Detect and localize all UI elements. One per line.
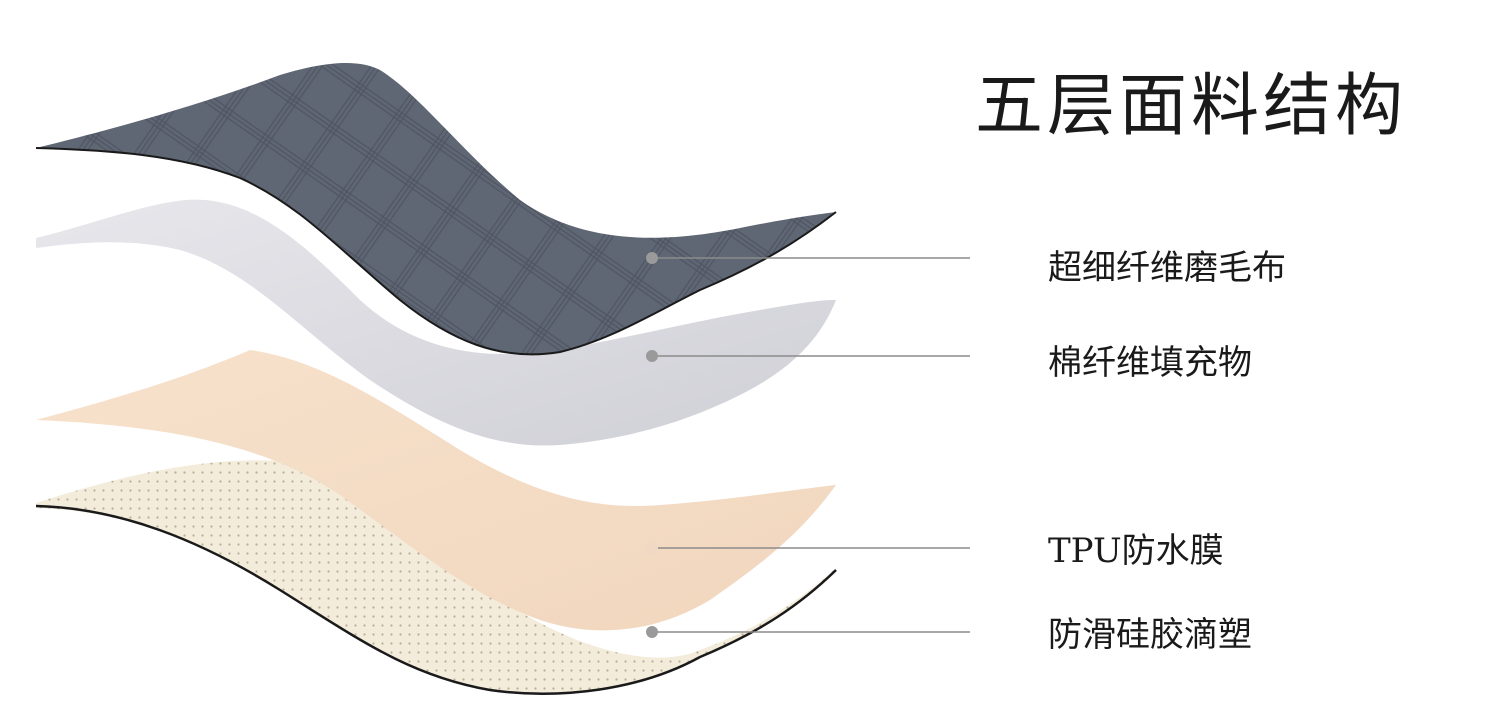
diagram-title: 五层面料结构 — [975, 50, 1407, 149]
leader-dot-1 — [646, 252, 658, 264]
leader-dot-3 — [646, 542, 658, 554]
label-tpu-membrane: TPU防水膜 — [1048, 523, 1224, 572]
label-cotton-filling: 棉纤维填充物 — [1048, 335, 1252, 384]
leader-dot-4 — [646, 626, 658, 638]
label-microfiber-fabric: 超细纤维磨毛布 — [1048, 240, 1286, 289]
leader-dot-2 — [646, 350, 658, 362]
label-silicone-dots: 防滑硅胶滴塑 — [1048, 607, 1252, 656]
